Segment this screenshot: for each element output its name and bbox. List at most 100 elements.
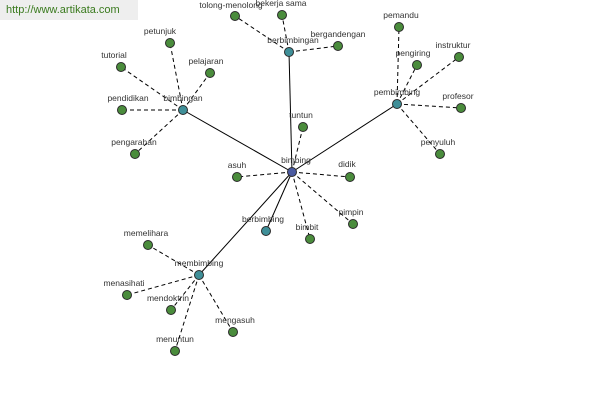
node-dot-bergandengan[interactable] <box>333 41 343 51</box>
node-label-menasihati[interactable]: menasihati <box>103 278 144 288</box>
node-label-pimpin[interactable]: pimpin <box>338 207 363 217</box>
hub-node-berbimbingan[interactable]: berbimbingan <box>267 35 319 57</box>
leaf-node-pelajaran[interactable]: pelajaran <box>189 56 224 78</box>
leaf-node-mengasuh[interactable]: mengasuh <box>215 315 255 337</box>
node-dot-membimbing[interactable] <box>194 270 204 280</box>
node-dot-pemandu[interactable] <box>394 22 404 32</box>
leaf-node-pendidikan[interactable]: pendidikan <box>107 93 149 115</box>
node-label-pembimbing[interactable]: pembimbing <box>374 87 421 97</box>
leaf-node-bimbit[interactable]: bimbit <box>296 222 319 244</box>
center-node-bimbing[interactable]: bimbing <box>281 155 311 177</box>
node-label-pemandu[interactable]: pemandu <box>383 10 419 20</box>
leaf-node-menuntun[interactable]: menuntun <box>156 334 194 356</box>
leaf-node-didik[interactable]: didik <box>338 159 356 182</box>
edge-berbimbingan-bergandengan <box>288 45 339 53</box>
edge-bimbing-bimbingan <box>182 109 293 173</box>
edge-bimbing-pembimbing <box>291 103 398 173</box>
node-dot-berbimbing[interactable] <box>261 226 271 236</box>
node-label-bekerja-sama[interactable]: bekerja sama <box>255 0 306 8</box>
node-label-berbimbingan[interactable]: berbimbingan <box>267 35 319 45</box>
node-dot-tuntun[interactable] <box>298 122 308 132</box>
node-dot-didik[interactable] <box>345 172 355 182</box>
node-dot-berbimbingan[interactable] <box>284 47 294 57</box>
node-label-pendidikan[interactable]: pendidikan <box>107 93 148 103</box>
nodes-layer: tutorial petunjuk pelajaran pendidikan penga… <box>101 0 474 356</box>
node-label-petunjuk[interactable]: petunjuk <box>144 26 177 36</box>
node-dot-tutorial[interactable] <box>116 62 126 72</box>
node-label-tuntun[interactable]: tuntun <box>289 110 313 120</box>
hub-node-berbimbing[interactable]: berbimbing <box>242 214 284 236</box>
node-dot-instruktur[interactable] <box>454 52 464 62</box>
node-label-asuh[interactable]: asuh <box>228 160 247 170</box>
node-label-tolong-menolong[interactable]: tolong-menolong <box>199 0 263 10</box>
leaf-node-petunjuk[interactable]: petunjuk <box>144 26 177 48</box>
edge-bimbingan-pelajaran <box>182 72 211 111</box>
node-dot-petunjuk[interactable] <box>165 38 175 48</box>
node-label-mendoktrin[interactable]: mendoktrin <box>147 293 189 303</box>
node-label-membimbing[interactable]: membimbing <box>175 258 224 268</box>
node-label-berbimbing[interactable]: berbimbing <box>242 214 284 224</box>
leaf-node-bekerja-sama[interactable]: bekerja sama <box>255 0 307 20</box>
node-label-pelajaran[interactable]: pelajaran <box>189 56 224 66</box>
node-label-pengarahan[interactable]: pengarahan <box>111 137 157 147</box>
edge-bimbingan-tutorial <box>120 66 184 111</box>
node-label-bimbit[interactable]: bimbit <box>296 222 319 232</box>
node-label-menuntun[interactable]: menuntun <box>156 334 194 344</box>
hub-node-bimbingan[interactable]: bimbingan <box>163 93 203 115</box>
node-label-profesor[interactable]: profesor <box>442 91 473 101</box>
node-dot-tolong-menolong[interactable] <box>230 11 240 21</box>
leaf-node-menasihati[interactable]: menasihati <box>103 278 145 300</box>
node-label-pengiring[interactable]: pengiring <box>396 48 431 58</box>
edge-bimbingan-petunjuk <box>169 42 184 111</box>
leaf-node-asuh[interactable]: asuh <box>228 160 247 182</box>
node-dot-penyuluh[interactable] <box>435 149 445 159</box>
node-label-tutorial[interactable]: tutorial <box>101 50 127 60</box>
node-dot-pelajaran[interactable] <box>205 68 215 78</box>
leaf-node-tutorial[interactable]: tutorial <box>101 50 127 72</box>
leaf-node-instruktur[interactable]: instruktur <box>436 40 471 62</box>
node-dot-bekerja-sama[interactable] <box>277 10 287 20</box>
node-dot-bimbit[interactable] <box>305 234 315 244</box>
edge-membimbing-menuntun <box>174 274 200 352</box>
node-dot-bimbingan[interactable] <box>178 105 188 115</box>
edge-bimbing-didik <box>291 171 351 178</box>
node-dot-asuh[interactable] <box>232 172 242 182</box>
leaf-node-pimpin[interactable]: pimpin <box>338 207 364 229</box>
node-dot-pengarahan[interactable] <box>130 149 140 159</box>
leaf-node-memelihara[interactable]: memelihara <box>124 228 169 250</box>
node-label-didik[interactable]: didik <box>338 159 356 169</box>
node-dot-mendoktrin[interactable] <box>166 305 176 315</box>
leaf-node-profesor[interactable]: profesor <box>442 91 474 113</box>
edge-pembimbing-pemandu <box>396 26 400 105</box>
node-dot-memelihara[interactable] <box>143 240 153 250</box>
leaf-node-tolong-menolong[interactable]: tolong-menolong <box>199 0 263 21</box>
leaf-node-pengarahan[interactable]: pengarahan <box>111 137 157 159</box>
leaf-node-tuntun[interactable]: tuntun <box>289 110 313 132</box>
node-label-instruktur[interactable]: instruktur <box>436 40 471 50</box>
node-dot-bimbing[interactable] <box>287 167 297 177</box>
node-dot-pimpin[interactable] <box>348 219 358 229</box>
node-label-penyuluh[interactable]: penyuluh <box>421 137 456 147</box>
edge-bimbingan-pengarahan <box>134 109 184 155</box>
leaf-node-bergandengan[interactable]: bergandengan <box>311 29 366 51</box>
node-dot-menasihati[interactable] <box>122 290 132 300</box>
node-dot-mengasuh[interactable] <box>228 327 238 337</box>
node-label-memelihara[interactable]: memelihara <box>124 228 169 238</box>
node-dot-pembimbing[interactable] <box>392 99 402 109</box>
node-dot-profesor[interactable] <box>456 103 466 113</box>
edge-pembimbing-pengiring <box>396 64 418 105</box>
hub-node-pembimbing[interactable]: pembimbing <box>374 87 421 109</box>
leaf-node-penyuluh[interactable]: penyuluh <box>421 137 456 159</box>
hub-node-membimbing[interactable]: membimbing <box>175 258 224 280</box>
node-label-bergandengan[interactable]: bergandengan <box>311 29 366 39</box>
watermark-url[interactable]: http://www.artikata.com <box>0 0 138 20</box>
node-dot-pendidikan[interactable] <box>117 105 127 115</box>
node-dot-menuntun[interactable] <box>170 346 180 356</box>
node-label-bimbingan[interactable]: bimbingan <box>163 93 202 103</box>
node-dot-pengiring[interactable] <box>412 60 422 70</box>
node-label-mengasuh[interactable]: mengasuh <box>215 315 255 325</box>
leaf-node-pemandu[interactable]: pemandu <box>383 10 419 32</box>
leaf-node-pengiring[interactable]: pengiring <box>396 48 431 70</box>
node-label-bimbing[interactable]: bimbing <box>281 155 311 165</box>
leaf-node-mendoktrin[interactable]: mendoktrin <box>147 293 189 315</box>
